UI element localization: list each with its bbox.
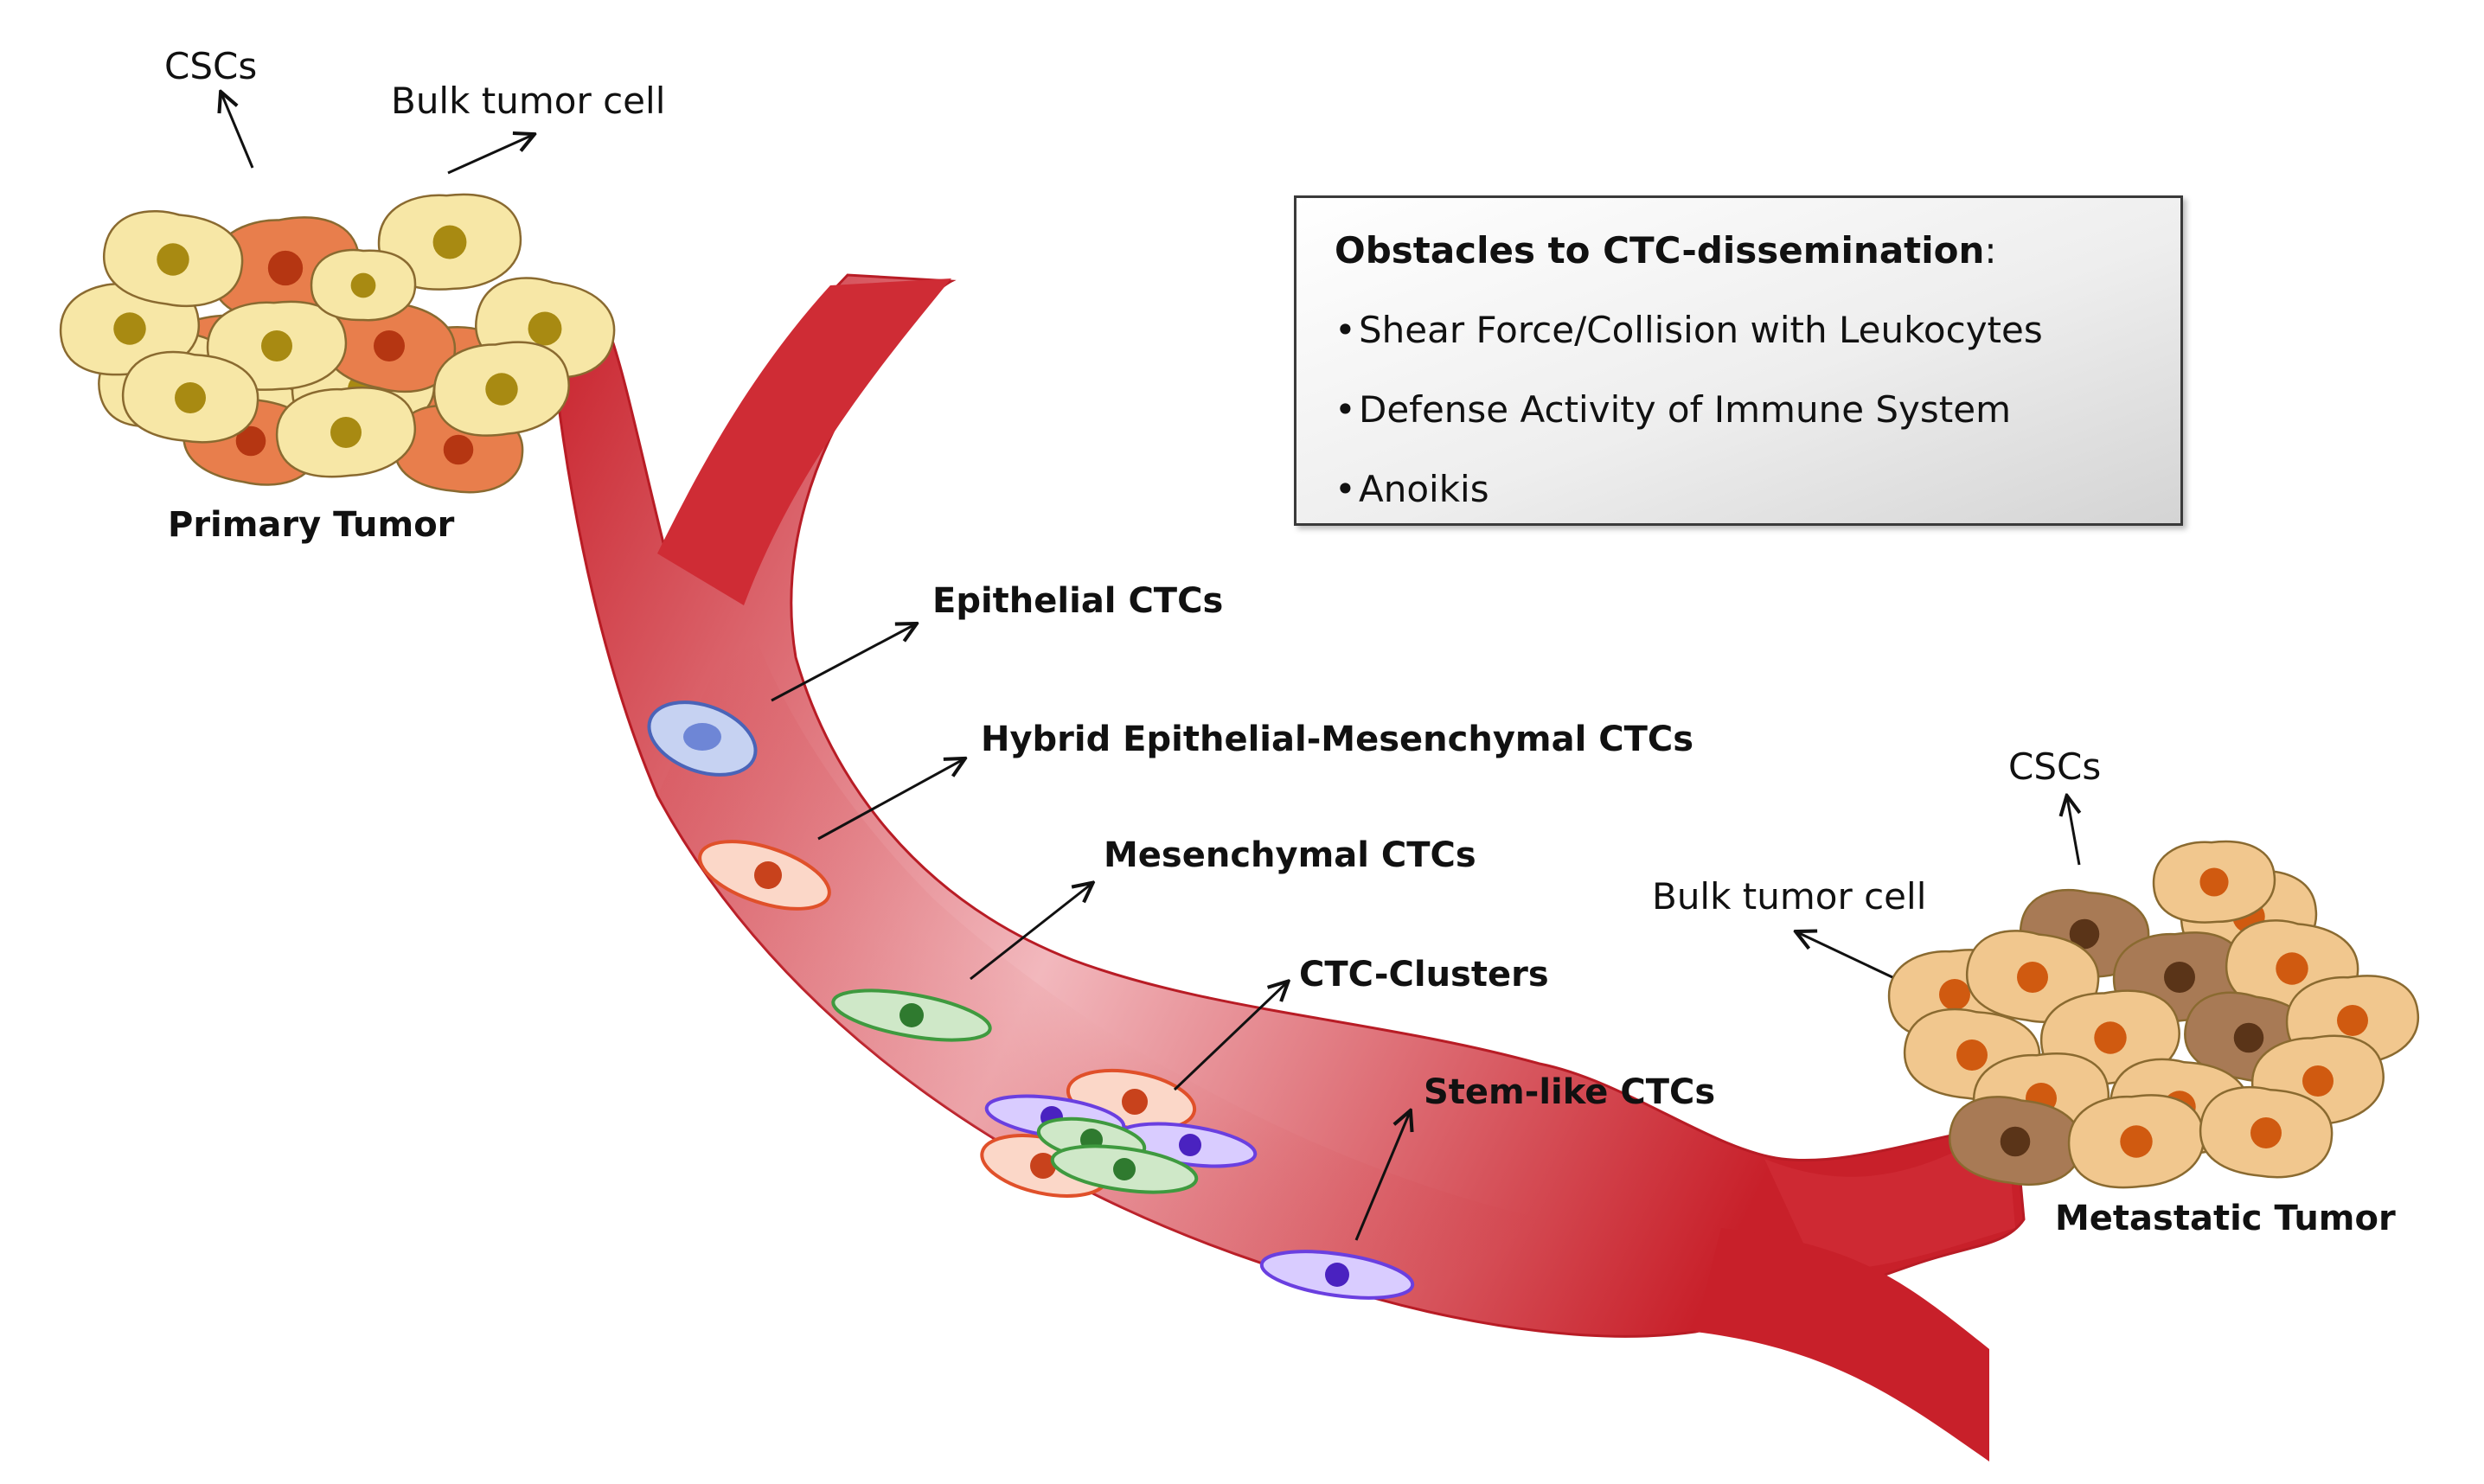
csc-arrow-primary [221,93,254,169]
obstacles-title-text: Obstacles to CTC-dissemination [1335,229,1985,272]
obstacle-item: •Shear Force/Collision with Leukocytes [1335,309,2043,388]
bulk-tumor-cell [432,341,570,437]
ctc-cluster [980,1068,1258,1198]
bulk-tumor-cell [2067,1094,2206,1189]
primary-tumor-title: Primary Tumor [168,505,455,545]
bulk-arrow-metastatic [1797,932,1893,979]
stem-arrow [1354,1112,1410,1241]
bulk-arrow-primary [447,135,533,175]
primary-csc-label: CSCs [164,45,258,87]
obstacle-item: •Anoikis [1335,468,2043,547]
obstacle-item-text: Shear Force/Collision with Leukocytes [1359,309,2043,351]
epithelial-ctc [647,700,758,777]
csc-arrow-metastatic [2067,797,2079,866]
bulk-tumor-cell [310,248,417,322]
stem-like-ctc-label: Stem-like CTCs [1424,1072,1716,1112]
bulk-tumor-cell [1965,930,2100,1024]
obstacles-title: Obstacles to CTC-dissemination: [1335,229,1997,272]
arrows [221,93,2079,1241]
obstacles-list: •Shear Force/Collision with Leukocytes •… [1335,309,2043,547]
obstacle-item-text: Defense Activity of Immune System [1359,388,2012,431]
ctc-clusters-label: CTC-Clusters [1299,955,1549,995]
csc-cell [1949,1096,2083,1187]
primary-tumor-cluster [60,193,616,494]
metastatic-tumor-cluster [1887,840,2420,1189]
stem-like-ctc [1259,1250,1415,1300]
epithelial-ctc-label: Epithelial CTCs [932,581,1224,621]
epithelial-arrow [771,624,915,702]
metastatic-tumor-title: Metastatic Tumor [2055,1199,2396,1238]
bullet-icon: • [1335,388,1356,431]
bulk-tumor-cell [121,350,259,444]
bulk-tumor-cell [276,387,417,478]
obstacle-item: •Defense Activity of Immune System [1335,388,2043,468]
mesenchymal-ctc-label: Mesenchymal CTCs [1104,835,1476,875]
hybrid-ctc [698,840,831,911]
metastatic-bulk-label: Bulk tumor cell [1652,875,1927,918]
bulk-tumor-cell [377,193,522,291]
bullet-icon: • [1335,468,1356,510]
bulk-tumor-cell [102,209,244,308]
bulk-tumor-cell [2152,840,2276,924]
primary-bulk-label: Bulk tumor cell [391,80,666,122]
bullet-icon: • [1335,309,1356,351]
mesenchymal-ctc [831,988,992,1042]
mesenchymal-arrow [970,884,1092,981]
metastatic-csc-label: CSCs [2008,745,2102,788]
hybrid-ctc-label: Hybrid Epithelial-Mesenchymal CTCs [981,720,1694,759]
obstacle-item-text: Anoikis [1359,468,1489,510]
cluster-arrow [1173,982,1287,1091]
obstacles-title-colon: : [1984,229,1997,272]
obstacles-box: Obstacles to CTC-dissemination: •Shear F… [1294,195,2183,526]
hybrid-arrow [817,759,964,841]
bulk-tumor-cell [2199,1085,2334,1179]
